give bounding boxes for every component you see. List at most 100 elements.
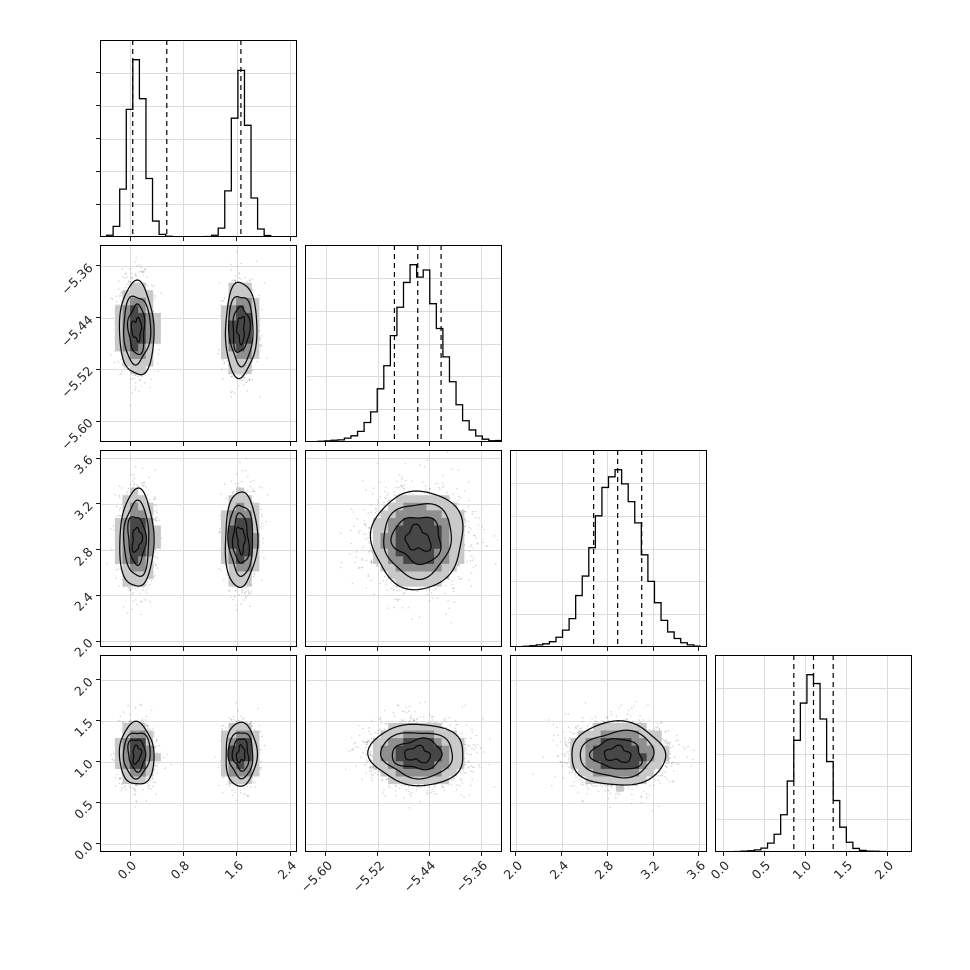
tick-mark bbox=[325, 852, 327, 856]
x-tick-label-param1: 0.8 bbox=[167, 857, 193, 883]
tick-mark bbox=[428, 442, 430, 446]
y-tick-label-param3: 2.4 bbox=[71, 589, 96, 615]
joint-density-panel-x2-y3 bbox=[305, 450, 502, 647]
tick-mark bbox=[428, 852, 430, 856]
tick-mark bbox=[325, 647, 327, 651]
diagonal-histogram-panel-param1 bbox=[100, 40, 297, 237]
x-tick-label-param2: −5.60 bbox=[297, 857, 335, 896]
x-tick-label-param4: 0.5 bbox=[748, 857, 774, 883]
tick-mark bbox=[129, 647, 131, 651]
joint-density-panel-x1-y2 bbox=[100, 245, 297, 442]
tick-mark bbox=[182, 852, 184, 856]
tick-mark bbox=[561, 852, 563, 856]
y-tick-label-param4: 2.0 bbox=[71, 673, 96, 699]
y-tick-label-param4: 1.0 bbox=[71, 755, 96, 781]
x-tick-label-param4: 0.0 bbox=[707, 857, 733, 883]
tick-mark bbox=[96, 720, 100, 722]
y-tick-label-param4: 1.5 bbox=[71, 714, 96, 740]
tick-mark bbox=[606, 647, 608, 651]
x-tick-label-param3: 2.0 bbox=[500, 857, 525, 883]
tick-mark bbox=[96, 802, 100, 804]
y-tick-label-param3: 3.6 bbox=[71, 452, 96, 477]
tick-mark bbox=[129, 237, 131, 241]
tick-mark bbox=[325, 442, 327, 446]
tick-mark bbox=[763, 852, 765, 856]
y-tick-label-param4: 0.5 bbox=[71, 796, 96, 822]
x-tick-label-param2: −5.52 bbox=[349, 857, 387, 896]
tick-mark bbox=[129, 852, 131, 856]
tick-mark bbox=[96, 679, 100, 681]
y-tick-label-param3: 2.8 bbox=[71, 543, 96, 569]
tick-mark bbox=[96, 843, 100, 845]
tick-mark bbox=[96, 105, 100, 107]
tick-mark bbox=[96, 549, 100, 551]
tick-mark bbox=[377, 442, 379, 446]
tick-mark bbox=[480, 852, 482, 856]
tick-mark bbox=[698, 852, 700, 856]
tick-mark bbox=[236, 237, 238, 241]
y-tick-label-param2: −5.36 bbox=[58, 259, 96, 298]
tick-mark bbox=[96, 203, 100, 205]
tick-mark bbox=[377, 647, 379, 651]
density-canvas-r3c2 bbox=[510, 655, 707, 852]
x-tick-label-param4: 2.0 bbox=[871, 857, 897, 883]
y-tick-label-param3: 3.2 bbox=[71, 497, 96, 523]
joint-density-panel-x2-y4 bbox=[305, 655, 502, 852]
x-tick-label-param4: 1.5 bbox=[830, 857, 856, 883]
tick-mark bbox=[96, 457, 100, 459]
density-canvas-r2c1 bbox=[305, 450, 502, 647]
x-tick-label-param3: 2.4 bbox=[546, 857, 571, 883]
tick-mark bbox=[96, 72, 100, 74]
histogram-canvas-r2c2 bbox=[510, 450, 707, 647]
x-tick-label-param3: 2.8 bbox=[591, 857, 617, 883]
tick-mark bbox=[182, 647, 184, 651]
tick-mark bbox=[96, 420, 100, 422]
tick-mark bbox=[289, 442, 291, 446]
joint-density-panel-x3-y4 bbox=[510, 655, 707, 852]
tick-mark bbox=[377, 852, 379, 856]
tick-mark bbox=[96, 594, 100, 596]
y-tick-label-param2: −5.44 bbox=[58, 311, 96, 350]
x-tick-label-param4: 1.0 bbox=[789, 857, 815, 883]
tick-mark bbox=[561, 647, 563, 651]
x-tick-label-param2: −5.36 bbox=[452, 857, 491, 896]
tick-mark bbox=[96, 170, 100, 172]
tick-mark bbox=[236, 852, 238, 856]
tick-mark bbox=[606, 852, 608, 856]
diagonal-histogram-panel-param2 bbox=[305, 245, 502, 442]
density-canvas-r3c1 bbox=[305, 655, 502, 852]
histogram-canvas-r1c1 bbox=[305, 245, 502, 442]
diagonal-histogram-panel-param4 bbox=[715, 655, 912, 852]
tick-mark bbox=[236, 647, 238, 651]
tick-mark bbox=[480, 647, 482, 651]
tick-mark bbox=[289, 647, 291, 651]
tick-mark bbox=[289, 237, 291, 241]
x-tick-label-param1: 2.4 bbox=[274, 857, 300, 883]
tick-mark bbox=[722, 852, 724, 856]
joint-density-panel-x1-y4 bbox=[100, 655, 297, 852]
y-tick-label-param2: −5.60 bbox=[58, 415, 96, 454]
tick-mark bbox=[96, 317, 100, 319]
diagonal-histogram-panel-param3 bbox=[510, 450, 707, 647]
tick-mark bbox=[182, 442, 184, 446]
tick-mark bbox=[96, 265, 100, 267]
y-tick-label-param3: 2.0 bbox=[71, 635, 96, 661]
histogram-canvas-r0c0 bbox=[100, 40, 297, 237]
tick-mark bbox=[96, 138, 100, 139]
tick-mark bbox=[129, 442, 131, 446]
tick-mark bbox=[515, 852, 517, 856]
y-tick-label-param4: 0.0 bbox=[71, 837, 96, 863]
tick-mark bbox=[652, 852, 654, 856]
tick-mark bbox=[515, 647, 517, 651]
tick-mark bbox=[886, 852, 888, 856]
x-tick-label-param1: 1.6 bbox=[221, 857, 247, 883]
tick-mark bbox=[96, 503, 100, 505]
tick-mark bbox=[698, 647, 700, 651]
x-tick-label-param3: 3.2 bbox=[637, 857, 663, 883]
tick-mark bbox=[845, 852, 847, 856]
y-tick-label-param2: −5.52 bbox=[58, 363, 96, 402]
density-canvas-r2c0 bbox=[100, 450, 297, 647]
tick-mark bbox=[182, 237, 184, 241]
x-tick-label-param3: 3.6 bbox=[683, 857, 709, 883]
